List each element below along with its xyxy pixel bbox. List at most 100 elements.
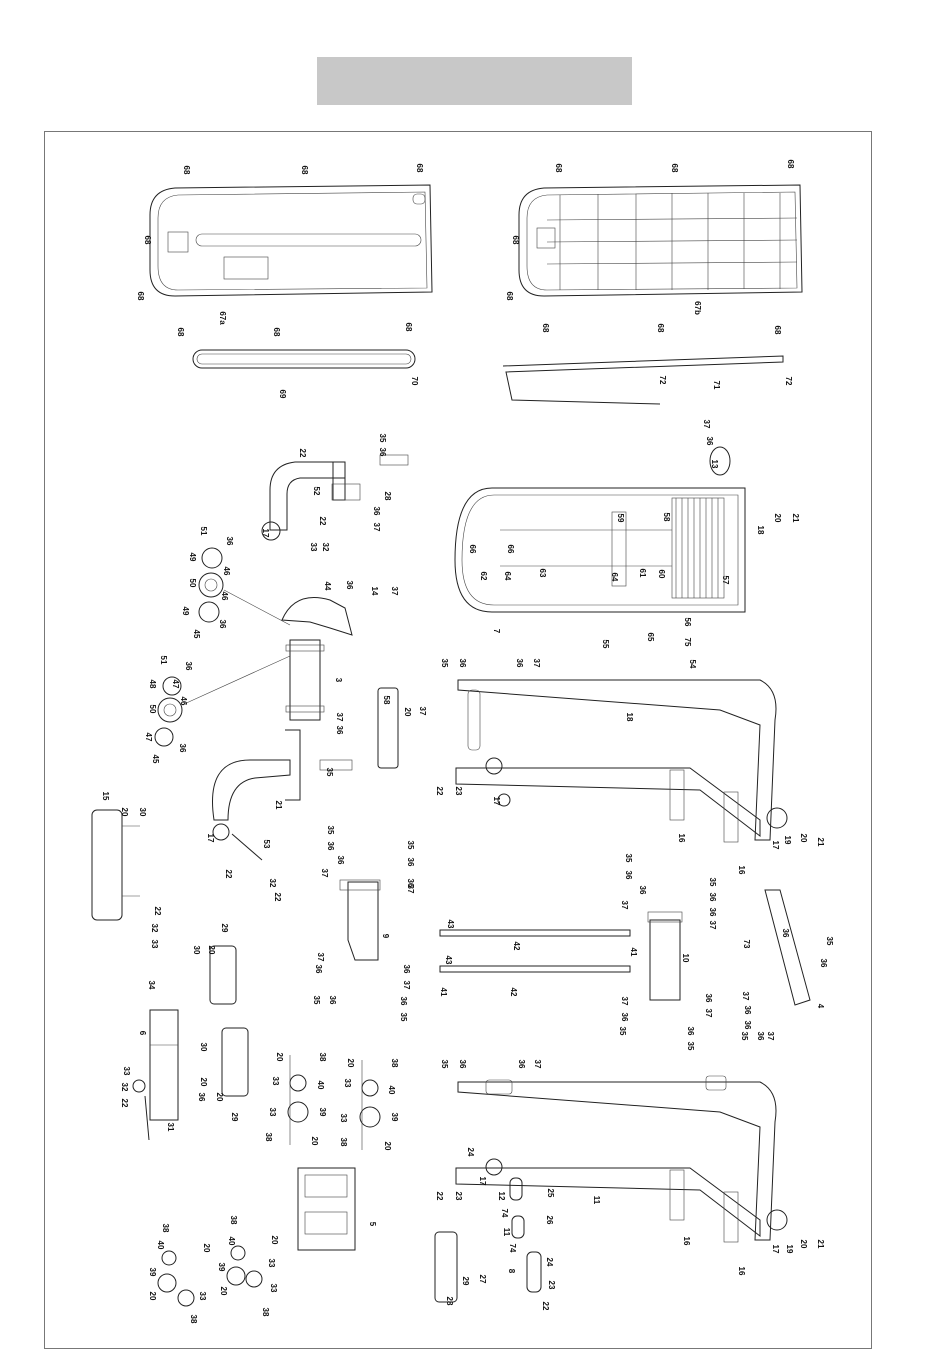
part-label-20: 20: [215, 1093, 224, 1102]
part-label-68: 68: [143, 236, 152, 245]
part-label-22: 22: [273, 893, 282, 902]
carriage-5: [297, 1167, 356, 1251]
part-label-35: 35: [325, 768, 334, 777]
part-label-36: 36: [517, 1060, 526, 1069]
part-label-20: 20: [148, 1292, 157, 1301]
shroud-panel-67b: [518, 184, 803, 297]
part-label-20: 20: [202, 1244, 211, 1253]
part-label-16: 16: [737, 1267, 746, 1276]
part-label-20: 20: [219, 1287, 228, 1296]
part-label-46: 46: [220, 592, 229, 601]
part-label-23: 23: [454, 1192, 463, 1201]
part-label-18: 18: [625, 713, 634, 722]
part-label-31: 31: [166, 1123, 175, 1132]
part-label-36: 36: [458, 1060, 467, 1069]
part-label-37: 37: [766, 1032, 775, 1041]
part-label-8: 8: [507, 1269, 516, 1274]
part-label-16: 16: [737, 866, 746, 875]
part-label-36: 36: [743, 1006, 752, 1015]
part-label-58: 58: [382, 696, 391, 705]
part-label-38: 38: [339, 1138, 348, 1147]
part-label-36: 36: [458, 659, 467, 668]
part-label-68: 68: [415, 164, 424, 173]
part-label-35: 35: [399, 1013, 408, 1022]
part-label-36: 36: [378, 448, 387, 457]
part-label-62: 62: [479, 572, 488, 581]
part-label-16: 16: [677, 834, 686, 843]
part-label-73: 73: [742, 940, 751, 949]
part-label-30: 30: [138, 808, 147, 817]
part-label-43: 43: [446, 920, 455, 929]
part-label-38: 38: [390, 1059, 399, 1068]
arm-21: [212, 729, 353, 861]
part-label-28: 28: [445, 1297, 454, 1306]
part-label-42: 42: [509, 988, 518, 997]
part-label-68: 68: [182, 166, 191, 175]
part-label-37: 37: [741, 992, 750, 1001]
pad-29a: [209, 945, 237, 1005]
part-label-68: 68: [505, 292, 514, 301]
part-label-36: 36: [314, 965, 323, 974]
part-label-36: 36: [624, 871, 633, 880]
title-bar: [317, 57, 632, 105]
part-label-47: 47: [144, 733, 153, 742]
part-label-43: 43: [444, 956, 453, 965]
part-label-35: 35: [312, 996, 321, 1005]
part-label-41: 41: [629, 948, 638, 957]
part-label-22: 22: [153, 907, 162, 916]
part-label-55: 55: [601, 640, 610, 649]
part-label-37: 37: [702, 420, 711, 429]
part-label-35: 35: [708, 878, 717, 887]
part-label-20: 20: [773, 514, 782, 523]
part-label-64: 64: [610, 573, 619, 582]
part-label-19: 19: [785, 1245, 794, 1254]
part-label-36: 36: [620, 1013, 629, 1022]
part-label-51: 51: [159, 656, 168, 665]
part-label-35: 35: [686, 1042, 695, 1051]
part-label-20: 20: [120, 808, 129, 817]
part-label-20: 20: [346, 1059, 355, 1068]
part-label-10: 10: [681, 954, 690, 963]
part-label-36: 36: [335, 726, 344, 735]
part-label-39: 39: [318, 1108, 327, 1117]
part-label-37: 37: [390, 587, 399, 596]
part-label-23: 23: [454, 787, 463, 796]
part-label-20: 20: [799, 1240, 808, 1249]
part-label-37: 37: [708, 921, 717, 930]
part-label-56: 56: [683, 618, 692, 627]
part-label-36: 36: [705, 437, 714, 446]
part-label-23: 23: [547, 1281, 556, 1290]
roller-group-c: [157, 1250, 195, 1307]
seat-pad-15: [91, 809, 140, 921]
part-label-13: 13: [710, 460, 719, 469]
part-label-70: 70: [410, 377, 419, 386]
part-label-39: 39: [390, 1113, 399, 1122]
part-label-29: 29: [461, 1277, 470, 1286]
part-label-35: 35: [825, 937, 834, 946]
part-label-35: 35: [624, 854, 633, 863]
part-label-12: 12: [497, 1192, 506, 1201]
part-label-33: 33: [309, 543, 318, 552]
part-label-33: 33: [268, 1108, 277, 1117]
bracket-3: [281, 597, 353, 721]
part-label-52: 52: [312, 487, 321, 496]
part-label-38: 38: [264, 1133, 273, 1142]
part-label-40: 40: [156, 1241, 165, 1250]
part-label-21: 21: [816, 1240, 825, 1249]
part-label-61: 61: [638, 569, 647, 578]
part-label-11: 11: [502, 1228, 511, 1237]
pad-28: [434, 1231, 458, 1303]
part-label-35: 35: [618, 1027, 627, 1036]
bracket-4: [764, 889, 811, 1006]
part-label-36: 36: [402, 965, 411, 974]
part-label-38: 38: [189, 1315, 198, 1324]
part-label-36: 36: [781, 929, 790, 938]
part-label-9: 9: [381, 934, 390, 939]
part-label-68: 68: [300, 166, 309, 175]
part-label-54: 54: [688, 660, 697, 669]
part-label-41: 41: [439, 988, 448, 997]
pulley-set-upper: [198, 547, 291, 626]
part-label-4: 4: [816, 1004, 825, 1009]
